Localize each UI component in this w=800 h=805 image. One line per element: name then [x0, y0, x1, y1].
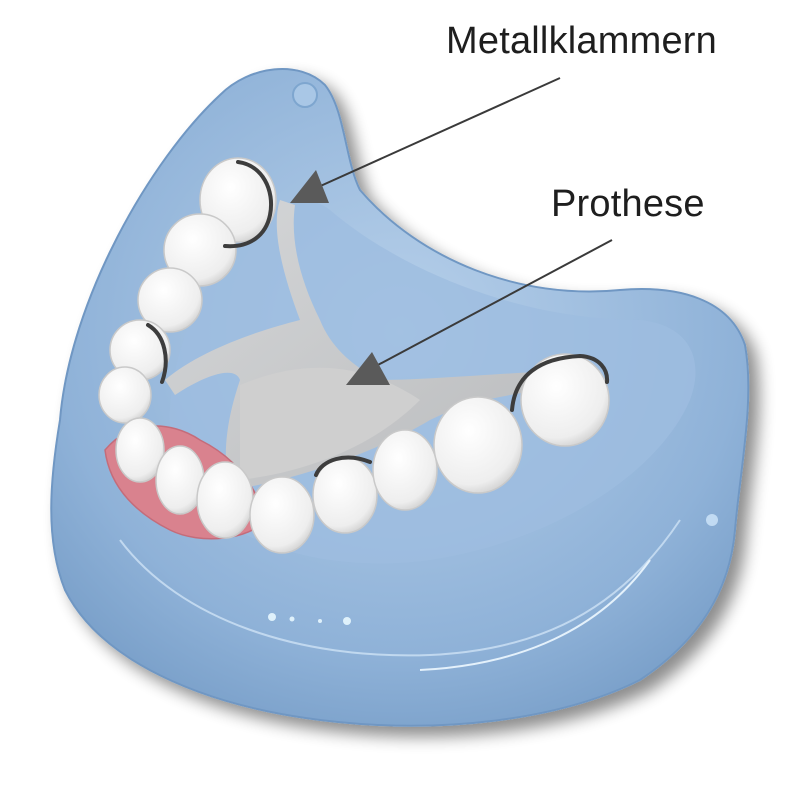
teeth-row	[98, 157, 610, 554]
label-metallklammern: Metallklammern	[446, 20, 717, 62]
denture-frame	[165, 200, 540, 490]
label-prothese: Prothese	[551, 183, 705, 225]
pointer-prothese	[346, 239, 613, 385]
metal-clasps	[146, 160, 610, 477]
pointer-metallklammern	[290, 77, 561, 203]
